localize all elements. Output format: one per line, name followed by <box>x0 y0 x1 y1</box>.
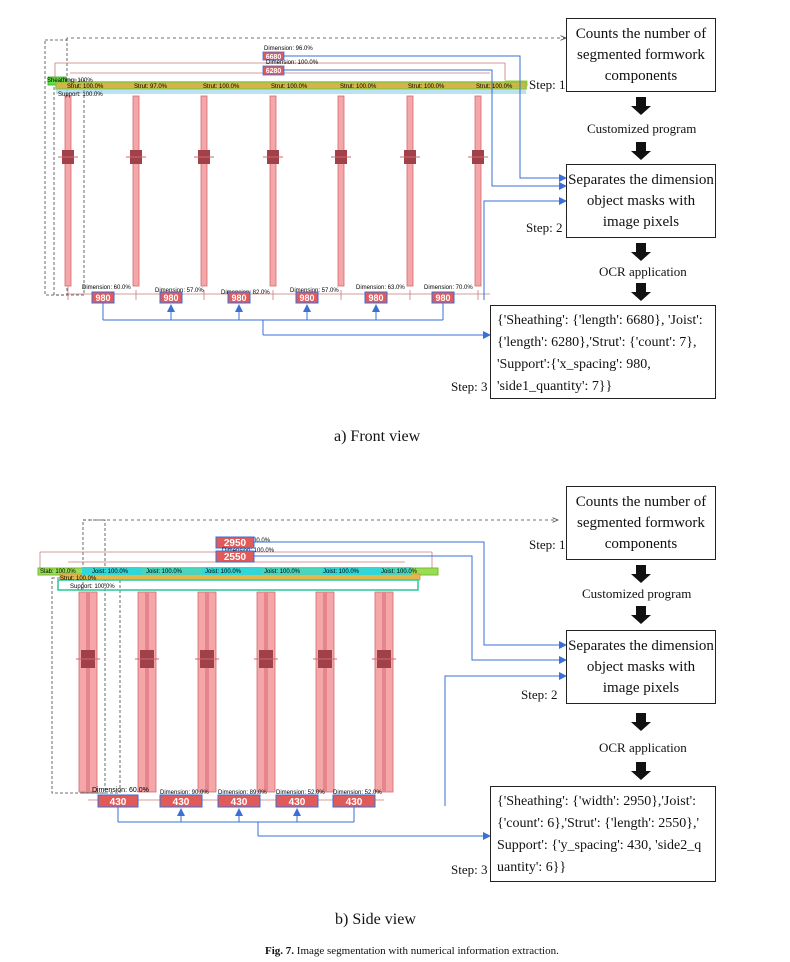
side-support-label: Support: 100.0% <box>70 584 115 590</box>
side-joist-label-1: Joist: 100.0% <box>92 569 129 575</box>
front-result-box: {'Sheathing': {'length': 6680}, 'Joist':… <box>490 305 716 399</box>
side-segmentation-image: Dimension: 100.0% 2950 Dimension: 100.0%… <box>37 519 491 840</box>
front-dim-top-value-1: 6680 <box>266 54 282 61</box>
figure-caption-text: Image segmentation with numerical inform… <box>296 945 559 957</box>
front-dim-bottom-value-4: 980 <box>299 293 314 303</box>
side-ocr-bracket <box>117 807 491 840</box>
front-dim-bottom-value-2: 980 <box>163 293 178 303</box>
side-result-box: {'Sheathing': {'width': 2950},'Joist': {… <box>490 786 716 882</box>
side-step2-box: Separates the dimension object masks wit… <box>566 630 716 704</box>
front-struts <box>58 95 488 287</box>
front-strut-label-4: Strut: 100.0% <box>271 84 308 90</box>
front-dim-top-value-2: 6280 <box>266 68 282 75</box>
side-step2-label: Step: 2 <box>521 687 558 702</box>
front-segmentation-image: Dimension: 96.0% 6680 Dimension: 100.0% … <box>44 39 528 339</box>
front-sheathing-label: Sheathing: 100% <box>47 78 93 84</box>
front-step1-label: Step: 1 <box>529 77 566 92</box>
side-dim-bottom-value-1: 430 <box>110 797 127 808</box>
side-joist-label-3: Joist: 100.0% <box>205 569 242 575</box>
front-strut-label-3: Strut: 100.0% <box>203 84 240 90</box>
front-dim-bottom-label-2: Dimension: 57.0% <box>155 288 204 294</box>
side-joist-label-4: Joist: 100.0% <box>264 569 301 575</box>
side-dim-bottom-value-5: 430 <box>346 797 363 808</box>
side-struts <box>76 591 396 793</box>
front-customized-program: Customized program <box>587 121 697 136</box>
front-support-label: Support: 100.0% <box>58 92 103 98</box>
front-strut-label-6: Strut: 100.0% <box>408 84 445 90</box>
front-dim-bottom-label-5: Dimension: 63.0% <box>356 285 405 291</box>
side-customized-program: Customized program <box>582 586 692 601</box>
front-strut-label-7: Strut: 100.0% <box>476 84 513 90</box>
front-dim-bottom-value-6: 980 <box>435 293 450 303</box>
figure-caption-label: Fig. 7. <box>265 945 295 957</box>
side-dim-bottom-boxes: Dimension: 60.0% 430 Dimension: 90.0% 43… <box>92 787 382 808</box>
front-step2-label: Step: 2 <box>526 220 563 235</box>
side-joist-label-2: Joist: 100.0% <box>146 569 183 575</box>
side-joists <box>82 567 412 575</box>
front-connectors <box>66 38 567 300</box>
front-dim-top-label-2: Dimension: 100.0% <box>266 60 319 66</box>
side-slab-label: Slab: 100.0% <box>40 569 76 575</box>
side-dim-bottom-label-2: Dimension: 90.0% <box>160 790 209 796</box>
side-ocr-application: OCR application <box>599 740 687 755</box>
front-step3-label: Step: 3 <box>451 379 488 394</box>
side-connectors <box>83 520 567 806</box>
front-dim-bottom-label-6: Dimension: 70.0% <box>424 285 473 291</box>
side-dim-bottom-label-4: Dimension: 52.0% <box>276 790 325 796</box>
side-step1-label: Step: 1 <box>529 537 566 552</box>
side-strut-label: Strut: 100.0% <box>60 576 97 582</box>
front-dim-bottom-value-3: 980 <box>231 293 246 303</box>
front-dim-top-label-1: Dimension: 96.0% <box>264 46 313 52</box>
front-dim-bottom-value-5: 980 <box>368 293 383 303</box>
front-strut-label-1: Strut: 100.0% <box>67 84 104 90</box>
side-support-box <box>57 579 419 591</box>
side-dim-bottom-label-1: Dimension: 60.0% <box>92 787 149 794</box>
front-ocr-application: OCR application <box>599 264 687 279</box>
front-dim-bottom-label-4: Dimension: 57.0% <box>290 288 339 294</box>
front-ocr-bracket <box>102 303 491 339</box>
side-dim-top-value-2: 2550 <box>224 552 247 563</box>
front-strut-label-5: Strut: 100.0% <box>340 84 377 90</box>
front-dim-bottom-label-1: Dimension: 60.0% <box>82 285 131 291</box>
side-step1-box: Counts the number of segmented formwork … <box>566 486 716 560</box>
side-dim-bottom-label-5: Dimension: 52.0% <box>333 790 382 796</box>
figure-caption: Fig. 7. Image segmentation with numerica… <box>265 945 559 957</box>
side-view-caption: b) Side view <box>335 911 416 928</box>
side-dim-bottom-label-3: Dimension: 89.0% <box>218 790 267 796</box>
front-step2-box: Separates the dimension object masks wit… <box>566 164 716 238</box>
side-joist-label-6: Joist: 100.0% <box>381 569 418 575</box>
side-joist-label-5: Joist: 100.0% <box>323 569 360 575</box>
front-strut-label-2: Strut: 97.0% <box>134 84 168 90</box>
front-dim-bottom-boxes: Dimension: 60.0% 980 Dimension: 57.0% 98… <box>82 285 473 304</box>
front-step1-box: Counts the number of segmented formwork … <box>566 18 716 92</box>
front-dim-bottom-value-1: 980 <box>95 293 110 303</box>
side-dim-bottom-value-3: 430 <box>231 797 248 808</box>
side-dim-bottom-value-2: 430 <box>173 797 190 808</box>
side-step3-label: Step: 3 <box>451 862 488 877</box>
side-dim-bottom-value-4: 430 <box>289 797 306 808</box>
front-dashed-box-inner <box>53 79 85 296</box>
side-dim-top-value-1: 2950 <box>224 538 247 549</box>
front-view-caption: a) Front view <box>334 428 421 445</box>
